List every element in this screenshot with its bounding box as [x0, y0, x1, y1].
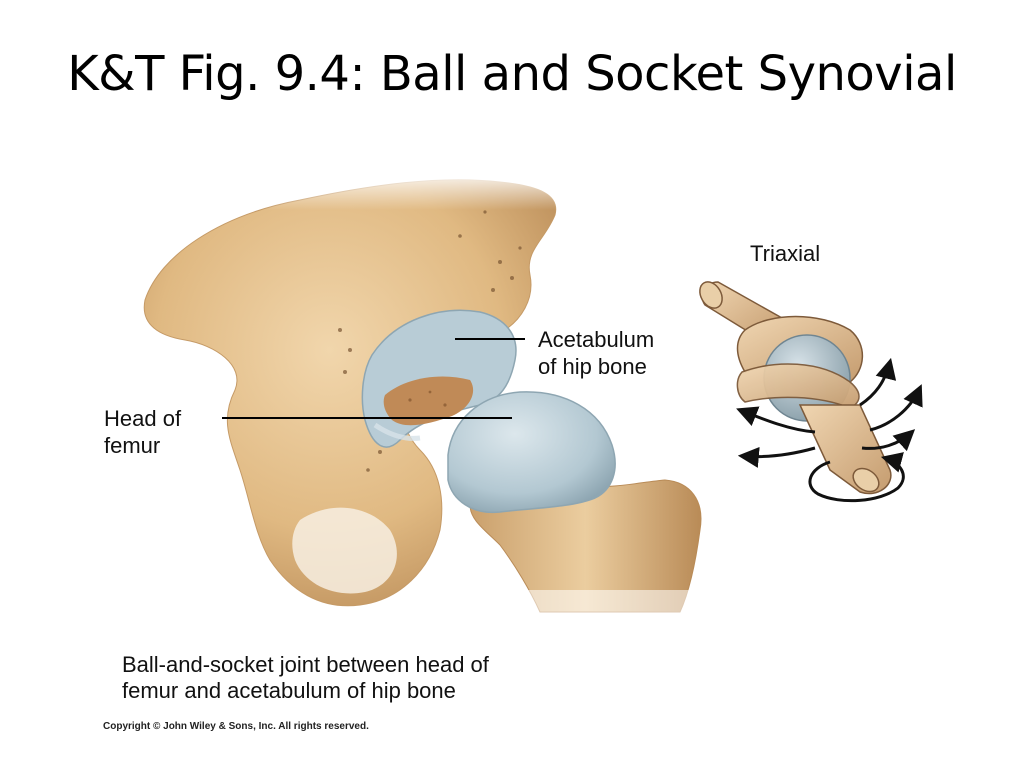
label-head-of-femur-line2: femur: [104, 433, 161, 458]
label-acetabulum: Acetabulum of hip bone: [538, 326, 654, 380]
label-head-of-femur-line1: Head of: [104, 406, 182, 431]
copyright-notice: Copyright © John Wiley & Sons, Inc. All …: [103, 721, 369, 732]
ball-socket-model-icon: [699, 281, 892, 495]
rotation-arrow-icon: [736, 357, 923, 503]
label-triaxial: Triaxial: [750, 241, 821, 266]
pelvis-illustration: [140, 170, 570, 607]
figure-caption-line1: Ball-and-socket joint between head of: [122, 652, 489, 677]
figure-caption-line2: femur and acetabulum of hip bone: [122, 678, 456, 703]
label-acetabulum-line1: Acetabulum: [538, 327, 655, 352]
figure-caption: Ball-and-socket joint between head of fe…: [122, 652, 489, 704]
slide-title: K&T Fig. 9.4: Ball and Socket Synovial: [67, 46, 957, 102]
acetabulum-illustration: [361, 309, 517, 448]
label-acetabulum-line2: of hip bone: [538, 354, 647, 379]
femur-illustration: [447, 391, 710, 620]
label-head-of-femur: Head of femur: [104, 405, 181, 459]
